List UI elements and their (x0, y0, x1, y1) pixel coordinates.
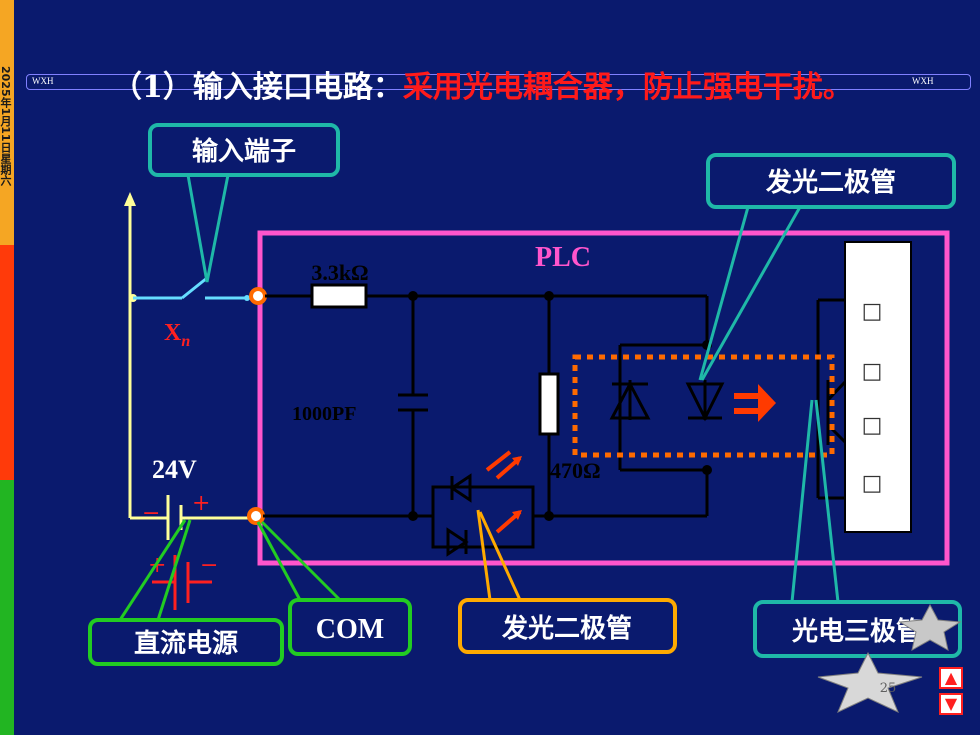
star-icon (898, 603, 962, 651)
battery-plus: + (192, 491, 210, 516)
module-box-2: □ (862, 359, 883, 384)
internal-module-box (844, 241, 912, 533)
xn-main: X (164, 320, 182, 346)
wxh-right-label: WXH (912, 76, 934, 86)
plc-label: PLC (535, 242, 591, 273)
callout-dc-power-label: 直流电源 (134, 629, 238, 659)
arrow-up-icon (124, 192, 136, 206)
capacitor-label: 1000PF (292, 403, 356, 425)
callout-led-top-label: 发光二极管 (765, 167, 896, 198)
input-terminal (249, 287, 267, 305)
callout-led-bottom-label: 发光二极管 (501, 613, 632, 644)
callout-com: COM (256, 520, 412, 656)
callout-input-terminal: 输入端子 (148, 123, 340, 283)
strip-red (0, 245, 14, 480)
module-box-4: □ (862, 471, 883, 496)
left-strip: 2025年1月11日星期六 (0, 0, 14, 735)
switch-contact-dot (244, 295, 250, 301)
strip-green (0, 480, 14, 735)
xn-subscript: n (181, 333, 190, 350)
resistor-top-label: 3.3kΩ (311, 260, 368, 285)
nav-next-button[interactable]: ▼ (939, 693, 963, 715)
module-box-3: □ (862, 413, 883, 438)
optocoupler-box (572, 354, 835, 458)
title-white-part: （1）输入接口电路： (112, 70, 403, 105)
callout-dc-power: 直流电源 (88, 519, 284, 666)
module-box-1: □ (862, 299, 883, 324)
resistor-mid-label: 470Ω (550, 458, 601, 483)
wxh-left-label: WXH (32, 76, 54, 86)
reversed-minus: − (200, 553, 218, 578)
indicator-led-icon (446, 450, 522, 557)
resistor-3k3 (310, 283, 368, 309)
title-red-part: 采用光电耦合器，防止强电干扰。 (402, 70, 853, 105)
voltage-label: 24V (152, 455, 197, 484)
star-icon-large (817, 651, 923, 713)
resistor-470 (538, 372, 560, 436)
slide-title: （1）输入接口电路：采用光电耦合器，防止强电干扰。 (112, 62, 853, 106)
input-xn-label: Xn (164, 320, 190, 350)
plc-box (257, 230, 950, 566)
callout-com-label: COM (316, 614, 384, 645)
switch-wires (133, 276, 250, 300)
date-label: 2025年1月11日星期六 (0, 66, 12, 186)
strip-orange (0, 0, 14, 245)
optocoupler-diodes-icon (609, 380, 725, 422)
callout-led-bottom: 发光二极管 (458, 509, 677, 654)
nav-prev-button[interactable]: ▲ (939, 667, 963, 689)
external-wires (128, 200, 257, 520)
light-arrows-icon (734, 384, 776, 422)
callout-led-top: 发光二极管 (698, 153, 956, 381)
title-bar (26, 74, 971, 90)
internal-junctions (408, 291, 712, 521)
battery-minus: − (142, 501, 160, 526)
callout-input-terminal-label: 输入端子 (192, 136, 296, 167)
com-terminal (247, 507, 265, 525)
page-number: 25 (880, 681, 897, 696)
